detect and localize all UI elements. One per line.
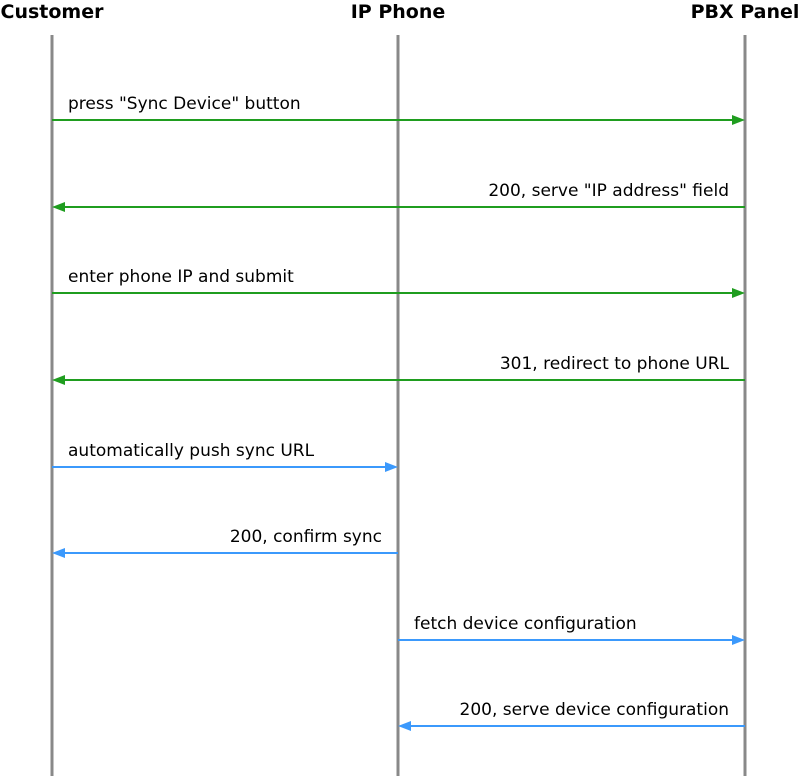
message-6-ip-phone-to-customer: 200, confirm sync [52, 527, 398, 558]
message-5-customer-to-ip-phone: automatically push sync URL [52, 441, 398, 472]
message-arrowhead-icon [732, 635, 745, 645]
message-8-pbx-panel-to-ip-phone: 200, serve device configuration [398, 700, 745, 731]
message-label: fetch device configuration [414, 614, 637, 634]
participant-label-pbx-panel: PBX Panel [691, 1, 800, 23]
message-3-customer-to-pbx-panel: enter phone IP and submit [52, 267, 745, 298]
message-label: 301, redirect to phone URL [500, 354, 730, 374]
message-label: 200, serve "IP address" field [488, 181, 729, 201]
message-1-customer-to-pbx-panel: press "Sync Device" button [52, 94, 745, 125]
message-arrowhead-icon [732, 288, 745, 298]
message-arrowhead-icon [398, 721, 411, 731]
message-arrowhead-icon [52, 202, 65, 212]
participant-label-customer: Customer [1, 1, 105, 23]
participant-label-ip-phone: IP Phone [351, 1, 446, 23]
message-arrowhead-icon [385, 462, 398, 472]
message-label: 200, confirm sync [230, 527, 382, 547]
message-4-pbx-panel-to-customer: 301, redirect to phone URL [52, 354, 745, 385]
message-label: press "Sync Device" button [68, 94, 301, 114]
message-label: 200, serve device configuration [460, 700, 730, 720]
message-label: enter phone IP and submit [68, 267, 294, 287]
message-7-ip-phone-to-pbx-panel: fetch device configuration [398, 614, 745, 645]
message-2-pbx-panel-to-customer: 200, serve "IP address" field [52, 181, 745, 212]
message-label: automatically push sync URL [68, 441, 315, 461]
message-arrowhead-icon [52, 548, 65, 558]
message-arrowhead-icon [52, 375, 65, 385]
message-arrowhead-icon [732, 115, 745, 125]
